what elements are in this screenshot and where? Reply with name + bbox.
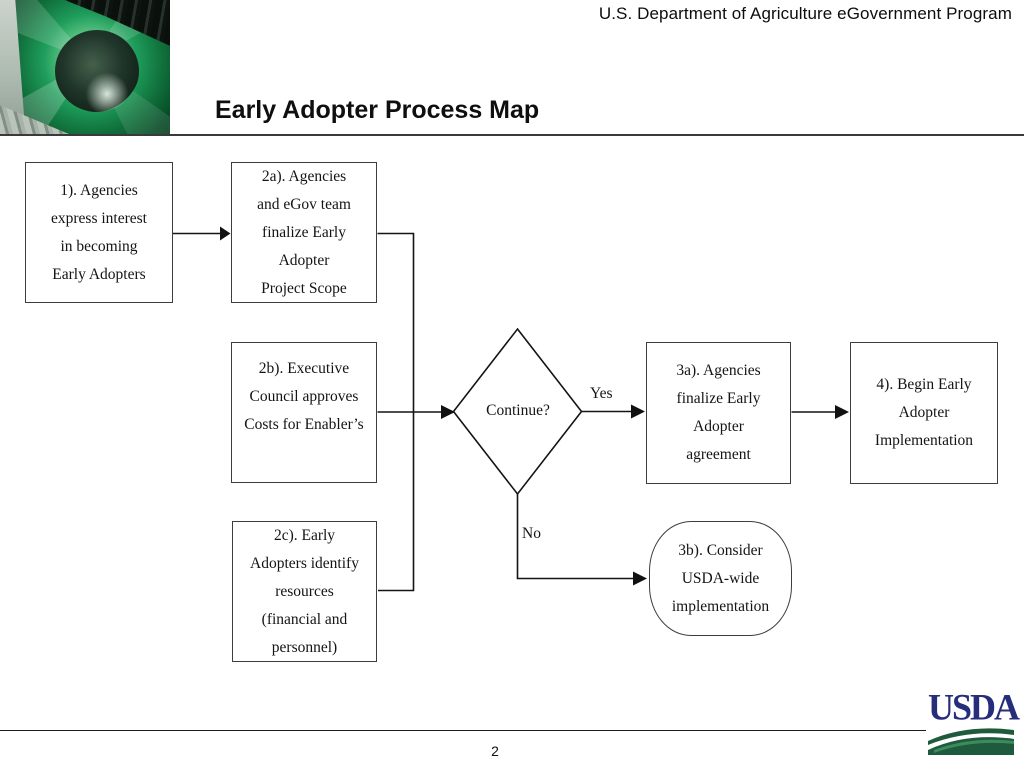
title-divider bbox=[0, 134, 1024, 136]
usda-logo: USDA bbox=[926, 687, 1020, 756]
arrow-decision-to-3b bbox=[516, 494, 635, 580]
globe-computer-image bbox=[0, 0, 170, 135]
page-title: Early Adopter Process Map bbox=[215, 96, 540, 124]
decision-continue: Continue? bbox=[486, 402, 550, 419]
node-2c-identify-resources: 2c). Early Adopters identify resources (… bbox=[232, 521, 377, 662]
node-4-begin-implementation: 4). Begin Early Adopter Implementation bbox=[850, 342, 998, 484]
node-2c-label: 2c). Early Adopters identify resources (… bbox=[250, 526, 359, 656]
arrowhead-decision-to-3b bbox=[633, 571, 647, 586]
usda-logo-swoosh-icon bbox=[928, 728, 1014, 755]
node-2b-label: 2b). Executive Council approves Costs fo… bbox=[244, 360, 364, 433]
node-3a-finalize-agreement: 3a). Agencies finalize Early Adopter agr… bbox=[646, 342, 791, 484]
node-3b-consider-usda-wide: 3b). Consider USDA-wide implementation bbox=[649, 521, 792, 636]
node-3a-label: 3a). Agencies finalize Early Adopter agr… bbox=[676, 362, 761, 463]
yes-label: Yes bbox=[590, 385, 613, 402]
arrowhead-2b-to-decision bbox=[441, 405, 455, 419]
arrowhead-1-to-2a bbox=[220, 226, 231, 241]
arrowhead-decision-to-3a bbox=[631, 404, 645, 419]
usda-swoosh-highlight bbox=[934, 739, 1014, 753]
node-1-label: 1). Agencies express interest in becomin… bbox=[51, 181, 147, 283]
program-header: U.S. Department of Agriculture eGovernme… bbox=[598, 4, 1012, 23]
usda-logo-text: USDA bbox=[928, 687, 1020, 728]
page-number: 2 bbox=[491, 743, 499, 759]
usda-swoosh-upper-band bbox=[928, 728, 1014, 745]
decision-diamond bbox=[452, 327, 583, 496]
node-2b-executive-council-approves: 2b). Executive Council approves Costs fo… bbox=[231, 342, 377, 483]
arrowhead-3a-to-4 bbox=[835, 405, 849, 419]
node-4-label: 4). Begin Early Adopter Implementation bbox=[874, 376, 974, 449]
node-2a-label: 2a). Agencies and eGov team finalize Ear… bbox=[257, 167, 351, 297]
node-2a-finalize-project-scope: 2a). Agencies and eGov team finalize Ear… bbox=[231, 162, 377, 303]
node-3b-label: 3b). Consider USDA-wide implementation bbox=[671, 541, 770, 615]
globe-icon bbox=[55, 30, 139, 112]
node-1-agencies-express-interest: 1). Agencies express interest in becomin… bbox=[25, 162, 173, 303]
no-label: No bbox=[522, 525, 541, 542]
footer-divider bbox=[0, 730, 926, 731]
